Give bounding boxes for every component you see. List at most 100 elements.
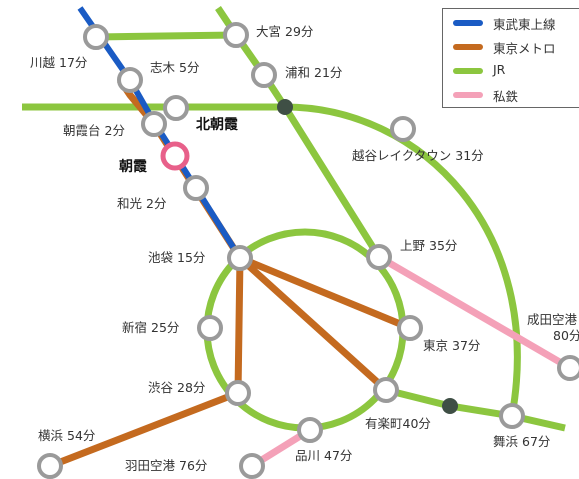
legend-label-metro: 東京メトロ <box>493 41 556 56</box>
label-ikebukuro: 池袋 15分 <box>148 250 206 265</box>
label-haneda-name: 羽田空港 <box>125 458 176 473</box>
label-shinagawa-time: 47分 <box>324 448 353 463</box>
label-kitaasaka: 北朝霞 <box>196 118 238 132</box>
label-wako: 和光 2分 <box>117 196 167 211</box>
station-kawagoe[interactable] <box>83 24 109 50</box>
label-ikebukuro-name: 池袋 <box>148 250 174 265</box>
station-shibuya[interactable] <box>225 380 251 406</box>
station-urawa[interactable] <box>251 62 277 88</box>
station-shiki[interactable] <box>117 67 143 93</box>
station-markers <box>37 22 579 479</box>
label-maihama-time: 67分 <box>522 434 551 449</box>
label-koshigaya-name: 越谷レイクタウン <box>352 148 452 163</box>
label-urawa-name: 浦和 <box>285 65 311 80</box>
origin-station-marker[interactable] <box>160 141 190 171</box>
label-shinagawa: 品川 47分 <box>295 448 353 463</box>
keiyo-arc-line <box>284 103 521 417</box>
label-omiya-time: 29分 <box>285 24 314 39</box>
label-koshigaya: 越谷レイクタウン 31分 <box>352 148 484 163</box>
label-yokohama-time: 54分 <box>67 428 96 443</box>
legend-swatch-metro <box>453 44 483 50</box>
label-shinjuku: 新宿 25分 <box>122 320 180 335</box>
legend-swatch-tobu <box>453 20 483 26</box>
kawagoe-omiya-line <box>95 31 237 41</box>
label-tokyo-name: 東京 <box>423 338 449 353</box>
station-tokyo[interactable] <box>397 315 423 341</box>
label-urawa-time: 21分 <box>314 65 343 80</box>
label-ikebukuro-time: 15分 <box>177 250 206 265</box>
label-kawagoe-name: 川越 <box>30 55 56 70</box>
label-narita: 成田空港 80分 <box>527 312 579 343</box>
label-yurakucho: 有楽町40分 <box>365 416 431 431</box>
label-shiki-name: 志木 <box>150 60 176 75</box>
keisei-line <box>377 253 572 372</box>
label-shinjuku-name: 新宿 <box>122 320 148 335</box>
metro-marunouchi-line <box>238 254 412 332</box>
station-omiya[interactable] <box>223 22 249 48</box>
legend-swatch-jr <box>453 68 483 74</box>
label-omiya-name: 大宮 <box>256 24 282 39</box>
junction-dot-musashi-urawa <box>277 99 293 115</box>
label-narita-name: 成田空港 <box>527 312 578 327</box>
label-asakadai-name: 朝霞台 <box>63 123 101 138</box>
station-kitaasaka[interactable] <box>163 95 189 121</box>
station-narita[interactable] <box>557 355 579 381</box>
label-haneda: 羽田空港 76分 <box>125 458 207 473</box>
label-tokyo: 東京 37分 <box>423 338 481 353</box>
label-asakadai: 朝霞台 2分 <box>63 123 125 138</box>
station-shinagawa[interactable] <box>297 417 323 443</box>
label-ueno: 上野 35分 <box>400 238 458 253</box>
label-narita-time: 80分 <box>553 327 579 343</box>
station-maihama[interactable] <box>499 403 525 429</box>
label-shinjuku-time: 25分 <box>151 320 180 335</box>
legend-swatch-private <box>453 92 483 98</box>
station-ueno[interactable] <box>366 244 392 270</box>
label-yokohama: 横浜 54分 <box>38 428 96 443</box>
label-koshigaya-time: 31分 <box>455 148 484 163</box>
label-urawa: 浦和 21分 <box>285 65 343 80</box>
legend-item-private: 私鉄 <box>443 83 579 105</box>
label-ueno-time: 35分 <box>429 238 458 253</box>
label-yurakucho-name: 有楽町 <box>365 416 403 431</box>
label-shiki: 志木 5分 <box>150 60 200 75</box>
label-shibuya-name: 渋谷 <box>148 380 174 395</box>
station-yokohama[interactable] <box>37 453 63 479</box>
junction-dot-shin-kiba <box>442 398 458 414</box>
station-asakadai[interactable] <box>141 111 167 137</box>
label-kitaasaka-name: 北朝霞 <box>196 117 238 133</box>
label-maihama: 舞浜 67分 <box>493 434 551 449</box>
legend-label-private: 私鉄 <box>493 89 519 104</box>
legend-label-tobu: 東武東上線 <box>493 17 556 32</box>
label-yurakucho-time: 40分 <box>402 416 431 431</box>
legend-item-tobu: 東武東上線 <box>443 11 579 33</box>
station-ikebukuro[interactable] <box>227 245 253 271</box>
label-tokyo-time: 37分 <box>452 338 481 353</box>
legend-label-jr: JR <box>493 62 506 77</box>
label-origin: 朝霞 <box>119 160 147 174</box>
label-omiya: 大宮 29分 <box>256 24 314 39</box>
station-haneda[interactable] <box>239 453 265 479</box>
legend: 東武東上線 東京メトロ JR 私鉄 <box>442 8 579 108</box>
label-kawagoe-time: 17分 <box>59 55 88 70</box>
label-ueno-name: 上野 <box>400 238 426 253</box>
label-wako-name: 和光 <box>117 196 143 211</box>
label-wako-time: 2分 <box>146 196 167 211</box>
label-shinagawa-name: 品川 <box>295 448 321 463</box>
label-shiki-time: 5分 <box>179 60 200 75</box>
station-shinjuku[interactable] <box>197 315 223 341</box>
metro-yurakucho-line <box>237 255 389 393</box>
label-asakadai-time: 2分 <box>104 123 125 138</box>
station-yurakucho[interactable] <box>373 377 399 403</box>
label-shibuya: 渋谷 28分 <box>148 380 206 395</box>
label-maihama-name: 舞浜 <box>493 434 519 449</box>
label-kawagoe: 川越 17分 <box>30 55 88 70</box>
label-shibuya-time: 28分 <box>177 380 206 395</box>
station-koshigaya[interactable] <box>390 116 416 142</box>
label-origin-name: 朝霞 <box>119 159 147 175</box>
legend-item-jr: JR <box>443 59 579 81</box>
label-yokohama-name: 横浜 <box>38 428 64 443</box>
legend-item-metro: 東京メトロ <box>443 35 579 57</box>
keiyo-line <box>385 386 566 432</box>
station-wako[interactable] <box>183 175 209 201</box>
